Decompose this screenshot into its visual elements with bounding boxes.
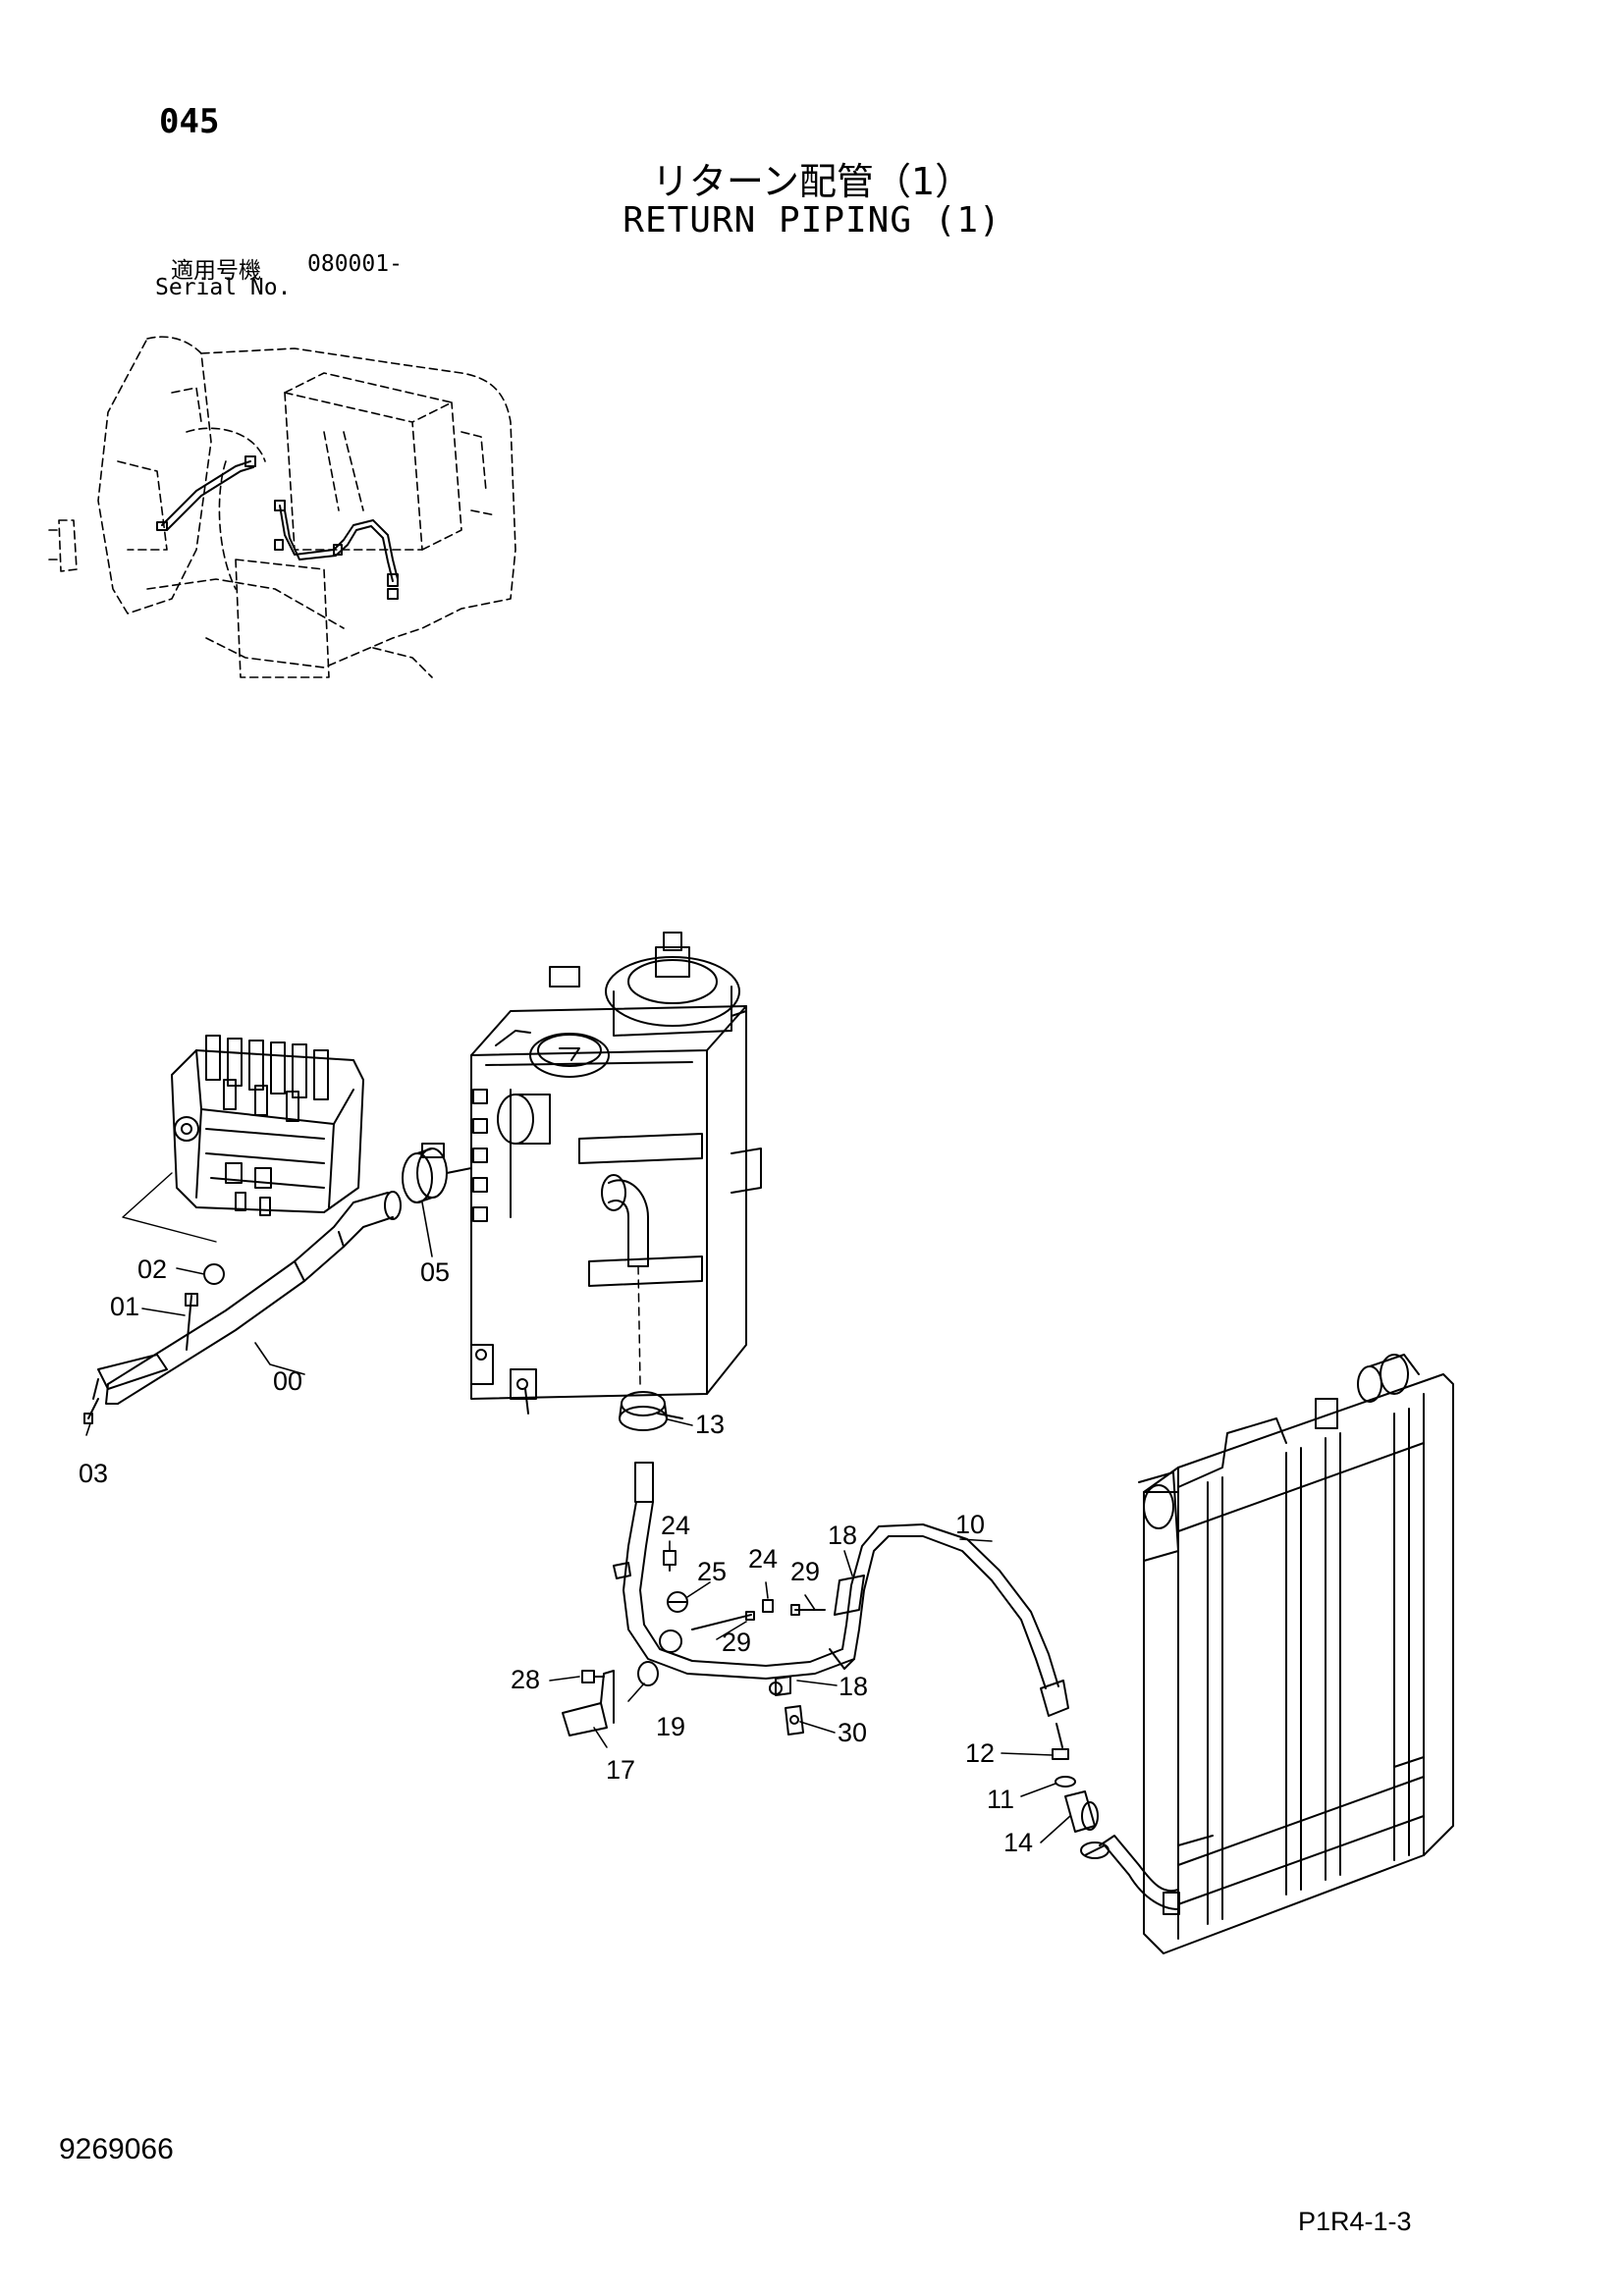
callout-00: 00	[273, 1366, 302, 1396]
callout-19: 19	[656, 1712, 685, 1741]
callout-11: 11	[987, 1785, 1014, 1814]
callout-12: 12	[965, 1738, 995, 1768]
reference-code: P1R4-1-3	[1298, 2207, 1412, 2236]
bolt-01	[185, 1293, 198, 1351]
bracket-17	[562, 1670, 615, 1736]
document-number: 9269066	[59, 2133, 174, 2165]
bolt-29-lower	[691, 1611, 755, 1630]
title-japanese: リターン配管（1）	[651, 160, 973, 203]
clamp-19	[637, 1661, 659, 1686]
callout-24-left: 24	[661, 1511, 690, 1540]
callout-18-upper: 18	[828, 1521, 857, 1550]
callout-10: 10	[955, 1510, 985, 1539]
radiator	[1080, 1354, 1454, 1954]
o-ring-11	[1055, 1776, 1076, 1788]
callout-13: 13	[695, 1410, 725, 1439]
callout-25: 25	[697, 1557, 727, 1586]
callout-01: 01	[110, 1292, 139, 1321]
bracket-18-lower	[775, 1676, 791, 1696]
callout-29-upper: 29	[790, 1557, 820, 1586]
callout-17: 17	[606, 1755, 635, 1785]
callout-labels: 02 01 00 03 05 13 10 24 25 24 29 18 29 1…	[79, 1255, 1033, 1857]
callout-02: 02	[137, 1255, 167, 1284]
callout-28: 28	[511, 1665, 540, 1694]
bolt-29-upper	[790, 1604, 826, 1616]
clamp-13	[619, 1391, 683, 1431]
serial-label-japanese: 適用号機	[171, 258, 261, 284]
o-ring-02	[203, 1263, 225, 1285]
bolt-24-left	[663, 1550, 677, 1572]
callout-03: 03	[79, 1459, 108, 1488]
hose-00	[92, 1191, 402, 1405]
bolt-28	[581, 1670, 605, 1683]
page-number: 045	[159, 102, 220, 141]
callout-29-lower: 29	[722, 1628, 751, 1657]
clamp-05	[402, 1143, 472, 1203]
callout-24-right: 24	[748, 1544, 778, 1574]
bolt-03	[83, 1398, 99, 1424]
leader-lines	[85, 1201, 1071, 1843]
plate-30	[785, 1705, 804, 1735]
title-english: RETURN PIPING (1)	[623, 200, 1001, 240]
nut-25	[667, 1591, 688, 1613]
clamp-14	[1064, 1790, 1099, 1833]
hydraulic-tank	[470, 932, 762, 1415]
serial-number-value: 080001-	[307, 251, 403, 277]
callout-05: 05	[420, 1257, 450, 1287]
callout-18-lower: 18	[839, 1672, 868, 1701]
callout-14: 14	[1003, 1828, 1033, 1857]
callout-30: 30	[838, 1718, 867, 1747]
bolt-24-right	[762, 1599, 774, 1613]
serial-label-english: Serial No.	[155, 275, 292, 300]
locator-view	[48, 336, 516, 678]
control-valve	[122, 1035, 364, 1243]
bolt-12	[1052, 1723, 1069, 1760]
return-pipe-10	[613, 1462, 1069, 1717]
